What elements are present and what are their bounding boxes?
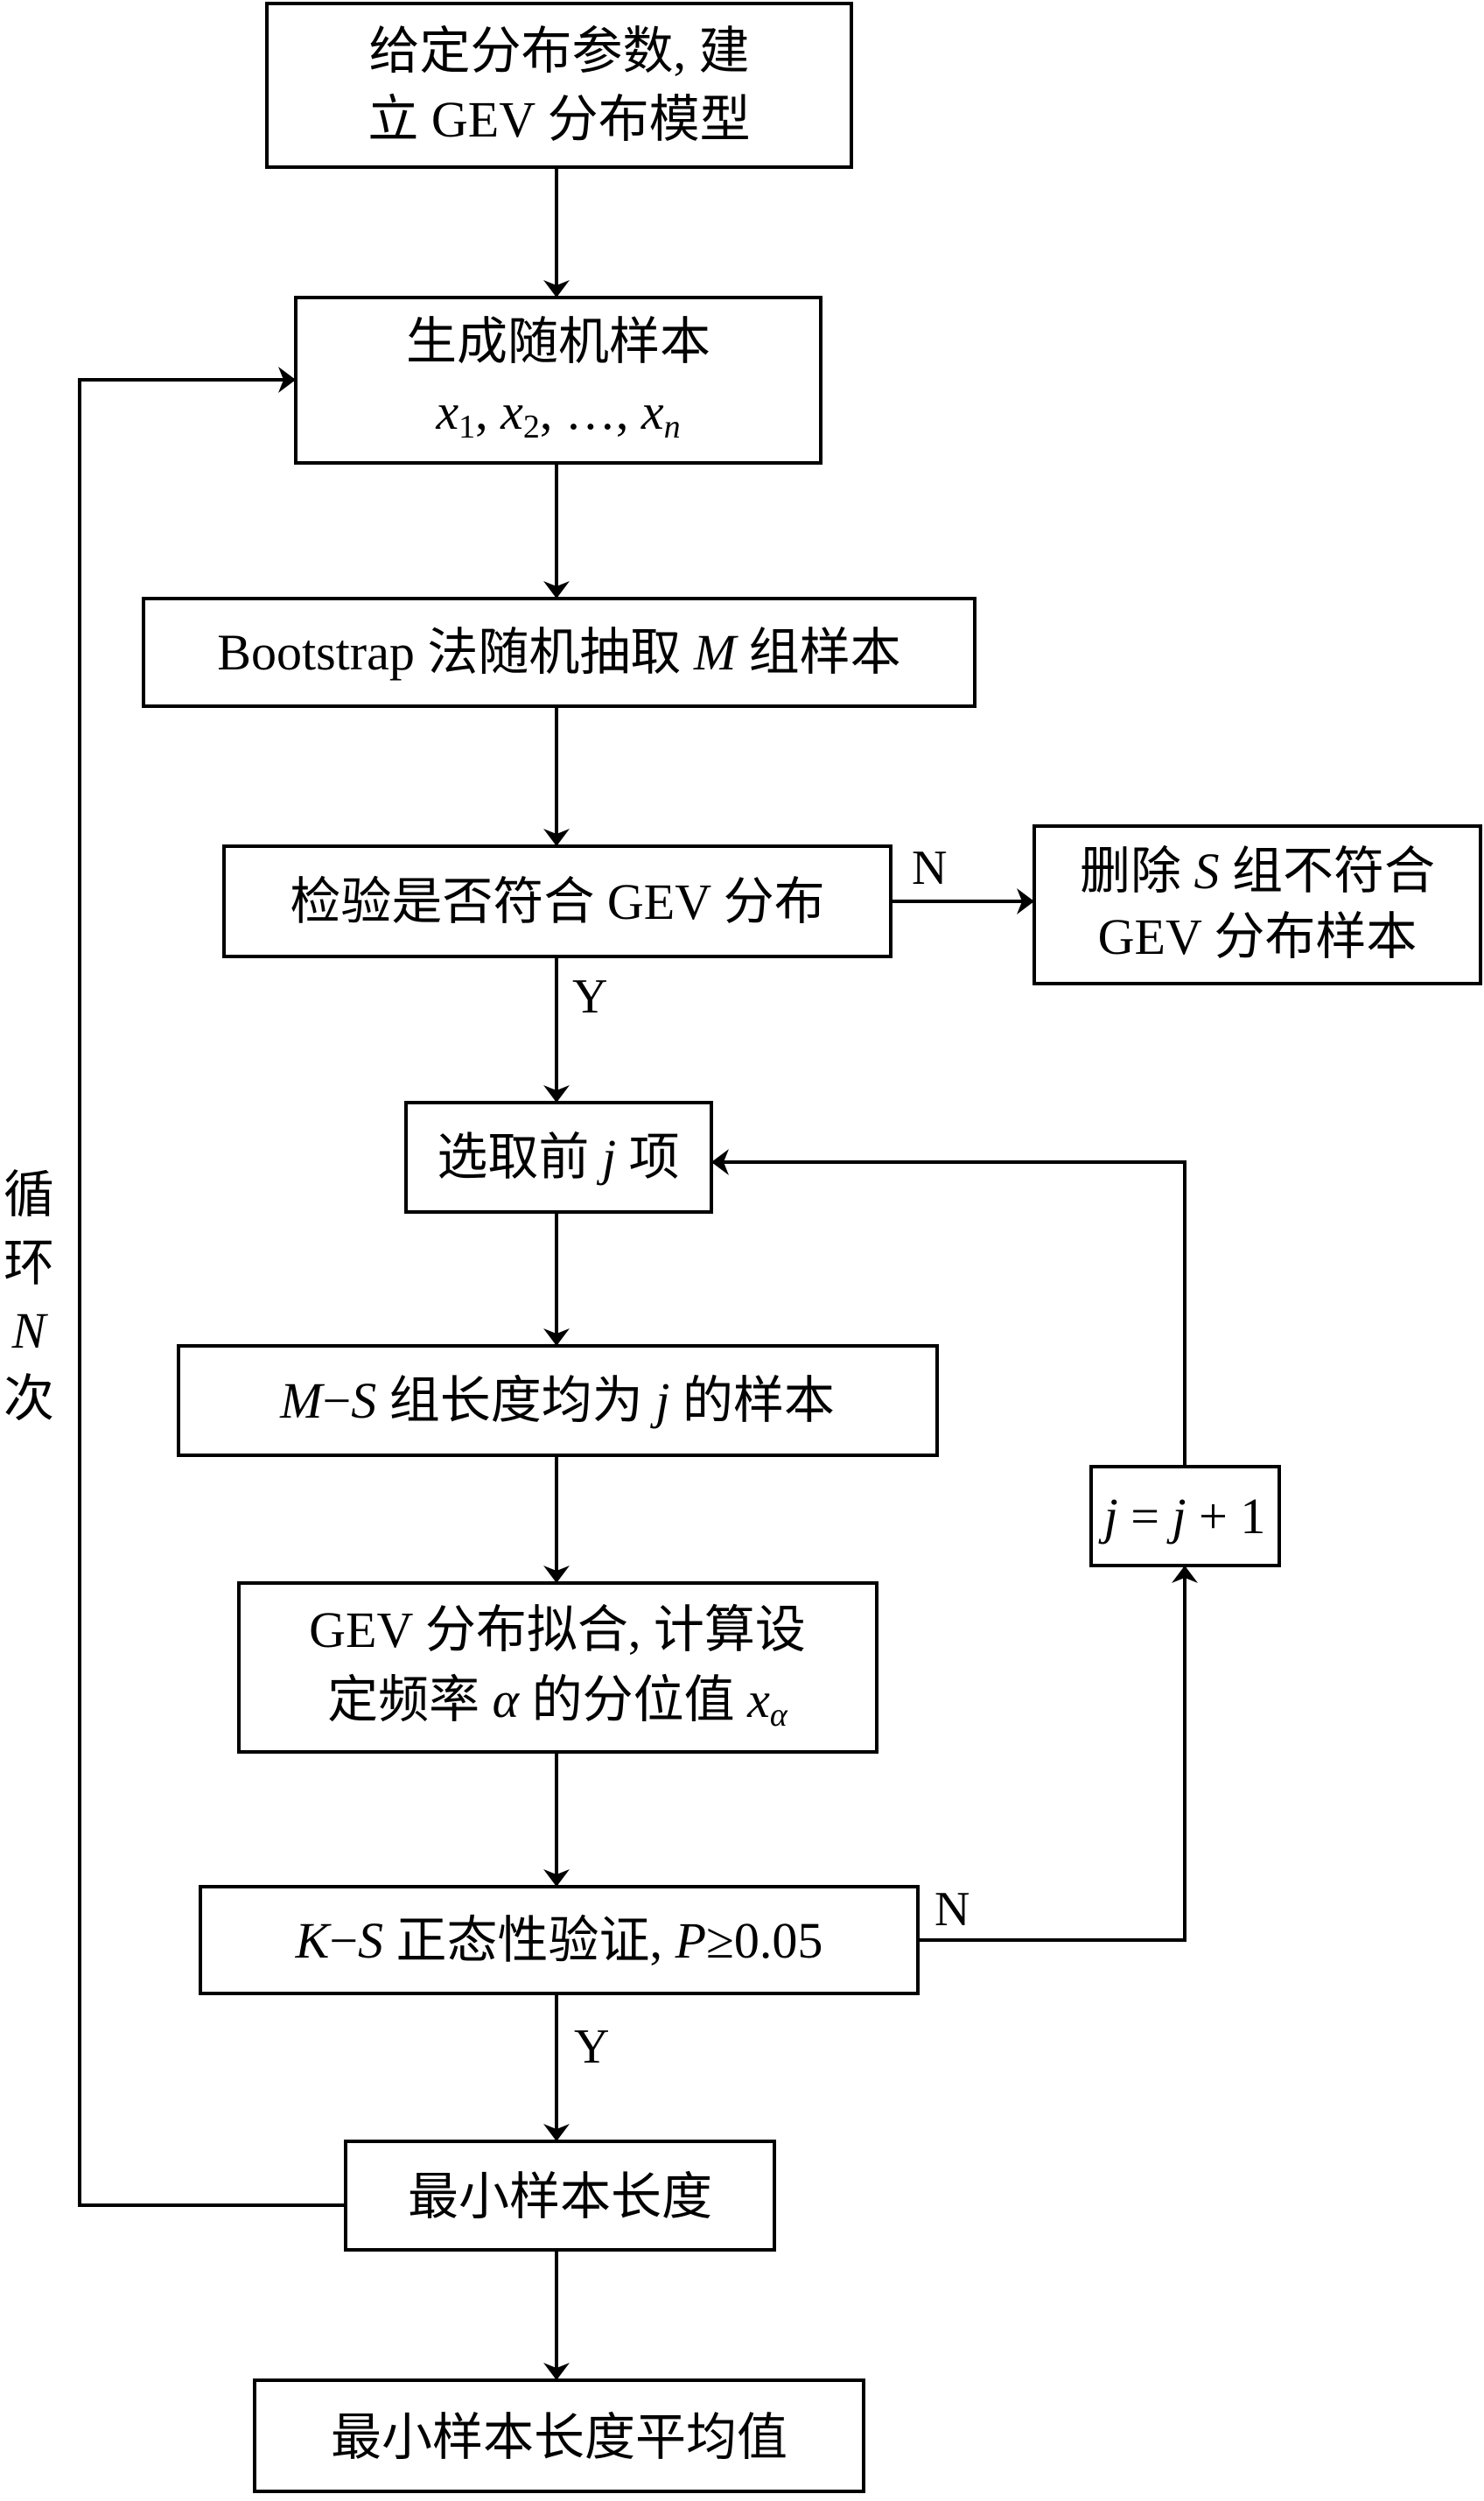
node-text: 最小样本长度平均值 — [331, 2409, 788, 2466]
arrow-increment-n5 — [711, 1149, 1186, 1467]
node-remove-invalid-samples: 删除 S 组不符合 GEV 分布样本 — [1032, 824, 1482, 985]
node-text-line1: 给定分布参数, 建 — [368, 23, 749, 80]
node-text-line1: 删除 S 组不符合 — [1080, 843, 1435, 900]
node-ks-test: K−S 正态性验证, P≥0.05 — [199, 1885, 920, 1995]
node-gev-fit-quantile: GEV 分布拟合, 计算设 定频率 α 的分位值 xα — [237, 1581, 878, 1754]
edge-label-n4-yes: Y — [572, 970, 607, 1024]
node-text-line2: 定频率 α 的分位值 xα — [327, 1671, 788, 1734]
edge-label-n4-no: N — [912, 841, 947, 895]
svg-text:循: 循 — [4, 1166, 54, 1223]
node-text-line2: GEV 分布样本 — [1098, 908, 1418, 965]
arrow-loop-n9-n2 — [78, 367, 346, 2207]
svg-text:N: N — [11, 1302, 49, 1359]
node-generate-samples: 生成随机样本 x1, x2, …, xn — [294, 296, 822, 465]
node-build-gev-model: 给定分布参数, 建 立 GEV 分布模型 — [265, 2, 853, 169]
node-text: 最小样本长度 — [408, 2168, 712, 2225]
node-min-sample-length: 最小样本长度 — [344, 2140, 776, 2252]
node-text: j = j + 1 — [1098, 1488, 1266, 1545]
node-increment-j: j = j + 1 — [1089, 1465, 1281, 1567]
node-text: 选取前 j 项 — [437, 1129, 679, 1186]
node-sample-sequence: x1, x2, …, xn — [435, 383, 680, 445]
node-text-line2: 立 GEV 分布模型 — [368, 91, 750, 148]
edge-label-n8-yes: Y — [574, 2020, 609, 2074]
node-text: Bootstrap 法随机抽取 M 组样本 — [217, 624, 900, 681]
node-check-gev-fit: 检验是否符合 GEV 分布 — [222, 844, 892, 958]
node-select-first-j: 选取前 j 项 — [404, 1101, 713, 1214]
loop-n-times-label: 循 环 N 次 — [4, 1166, 54, 1427]
node-min-sample-length-mean: 最小样本长度平均值 — [253, 2378, 865, 2493]
node-text-line1: GEV 分布拟合, 计算设 — [309, 1601, 806, 1658]
svg-text:次: 次 — [4, 1370, 54, 1427]
node-bootstrap-sampling: Bootstrap 法随机抽取 M 组样本 — [142, 597, 976, 708]
edge-label-n8-no: N — [934, 1882, 970, 1937]
node-text: K−S 正态性验证, P≥0.05 — [295, 1912, 823, 1969]
node-text: 检验是否符合 GEV 分布 — [290, 873, 824, 930]
node-m-minus-s-groups: M−S 组长度均为 j 的样本 — [177, 1344, 939, 1457]
arrow-n8-increment — [918, 1566, 1198, 1942]
node-text-line1: 生成随机样本 — [406, 313, 710, 370]
node-text: M−S 组长度均为 j 的样本 — [279, 1372, 835, 1429]
svg-text:环: 环 — [4, 1235, 54, 1292]
